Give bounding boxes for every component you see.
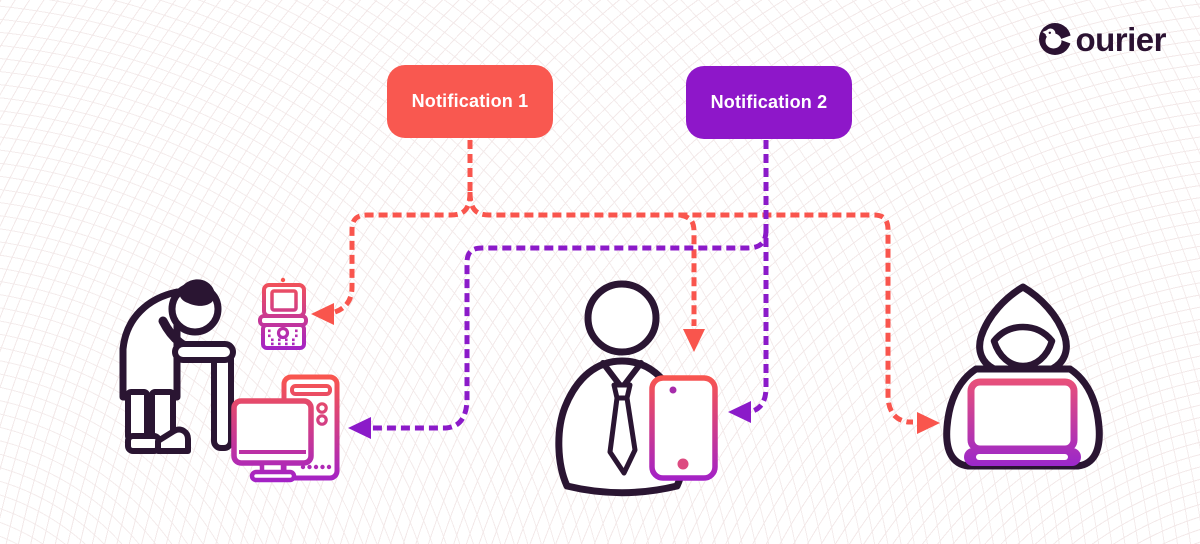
route-n1-to-flip-phone [334,191,473,315]
arrowhead-n1-laptop-icon [917,412,940,434]
arrowhead-n1-smartphone-icon [683,329,705,352]
hacker-face [990,323,1056,370]
business-tie [607,395,638,476]
laptop-screen [967,378,1078,453]
arrowhead-n2-smartphone-icon [728,401,751,423]
flip-phone-screen [270,289,298,312]
notification1-label: Notification 1 [411,91,529,111]
elderly-shoe-back [125,433,162,454]
route-n1-to-laptop [467,191,913,425]
business-person-icon [555,280,689,497]
flip-phone-icon [258,277,308,350]
route-notification1 [334,140,913,425]
route-n2-to-desktop [368,229,769,431]
desktop-tower-button-2 [316,414,328,426]
elderly-leg-back [125,389,150,442]
route-notification2 [368,140,769,431]
arrowhead-n1-flip-phone-icon [311,303,334,325]
desktop-tower-slot [290,384,332,396]
notification1-box: Notification 1 [387,65,553,138]
route-n1-to-smartphone [679,212,697,326]
flip-phone-keypad [271,338,295,350]
desktop-tower-vents [300,464,332,470]
notification2-box: Notification 2 [686,66,852,139]
smartphone-body [649,375,718,481]
flip-phone-side-dots [268,329,298,338]
business-head [584,280,660,356]
elderly-person-icon [119,279,236,454]
notification2-label: Notification 2 [710,92,828,112]
elderly-hair [179,279,215,306]
flip-phone-antenna-dot [280,277,286,283]
elderly-shoe-front [155,426,191,454]
laptop-icon [964,378,1081,466]
smartphone-home-button [677,458,689,470]
route-n2-to-smartphone [748,140,769,415]
walker-handle [172,341,236,363]
courier-bird-logo-icon [1039,23,1073,55]
courier-wordmark: ourier [1075,20,1166,58]
desktop-stand-base [249,469,297,483]
smartphone-camera-dot [669,386,677,394]
arrowhead-n2-desktop-icon [348,417,371,439]
desktop-computer-icon [231,374,340,483]
courier-logo: ourier [1038,20,1166,58]
smartphone-icon [649,375,718,481]
flip-phone-dpad [276,326,290,340]
desktop-tower-button-1 [316,402,328,414]
laptop-base-slot [976,454,1068,460]
